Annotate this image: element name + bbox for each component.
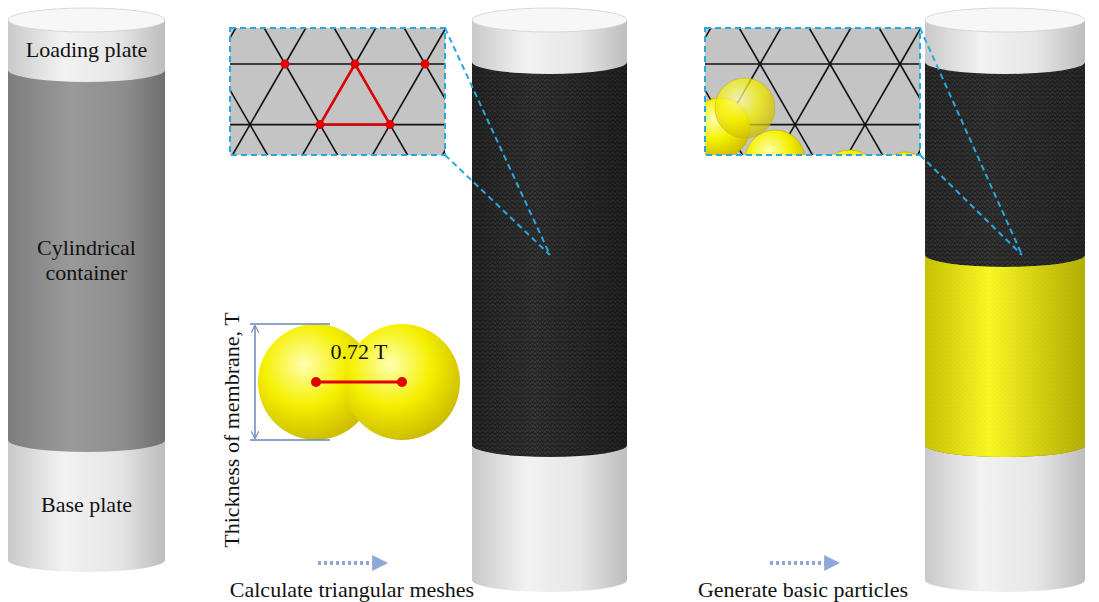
mesh-line	[355, 125, 390, 155]
mesh-line	[900, 28, 920, 64]
mesh-line	[285, 64, 320, 125]
step-label: Generate basic particles	[698, 578, 908, 602]
mesh-line	[320, 125, 355, 155]
mesh-line	[390, 28, 425, 64]
base-plate: Base plate	[8, 470, 165, 540]
part-label: Base plate	[41, 492, 132, 517]
loading-plate: Loading plate	[8, 32, 165, 68]
mesh-line	[390, 125, 425, 155]
mesh-line	[320, 28, 355, 64]
meshed-cylinder	[472, 8, 627, 592]
mesh-line	[390, 64, 425, 125]
mesh-line	[285, 125, 320, 155]
mesh-line	[250, 125, 285, 155]
mesh-line	[760, 28, 795, 64]
mesh-line	[355, 28, 390, 64]
mesh-line	[425, 64, 445, 125]
mesh-line	[795, 28, 830, 64]
dimension-label: 0.72 T	[330, 340, 387, 364]
mesh-line	[865, 28, 900, 64]
mesh-line	[900, 64, 920, 125]
left-cylinder	[8, 8, 165, 572]
mesh-line	[425, 28, 445, 64]
mesh-line	[705, 63, 920, 65]
mesh-line	[250, 28, 285, 64]
mesh-line	[900, 125, 920, 155]
dimension-label: Thickness of membrane, T	[220, 312, 244, 547]
process-arrow	[318, 561, 837, 565]
mesh-line	[725, 28, 760, 64]
zoom-mesh	[110, 3, 775, 306]
mesh-line	[230, 28, 250, 64]
mesh-line	[285, 28, 320, 64]
mesh-line	[830, 64, 865, 125]
mesh-line	[865, 64, 900, 125]
particle-cylinder	[925, 8, 1085, 592]
mesh-line	[230, 125, 250, 155]
step-label: Calculate triangular meshes	[230, 578, 474, 602]
mesh-line	[795, 64, 830, 125]
mesh-line	[865, 125, 900, 155]
mesh-line	[230, 63, 445, 65]
cylindrical-container: Cylindrical container	[8, 200, 165, 320]
zoom-particles	[585, 3, 1099, 306]
basic-particle	[250, 324, 460, 440]
part-label: Loading plate	[26, 37, 148, 62]
mesh-line	[425, 125, 445, 155]
mesh-line	[705, 28, 725, 64]
mesh-line	[250, 64, 285, 125]
part-label: Cylindrical container	[8, 235, 165, 286]
mesh-line	[830, 28, 865, 64]
mesh-line	[230, 64, 250, 125]
